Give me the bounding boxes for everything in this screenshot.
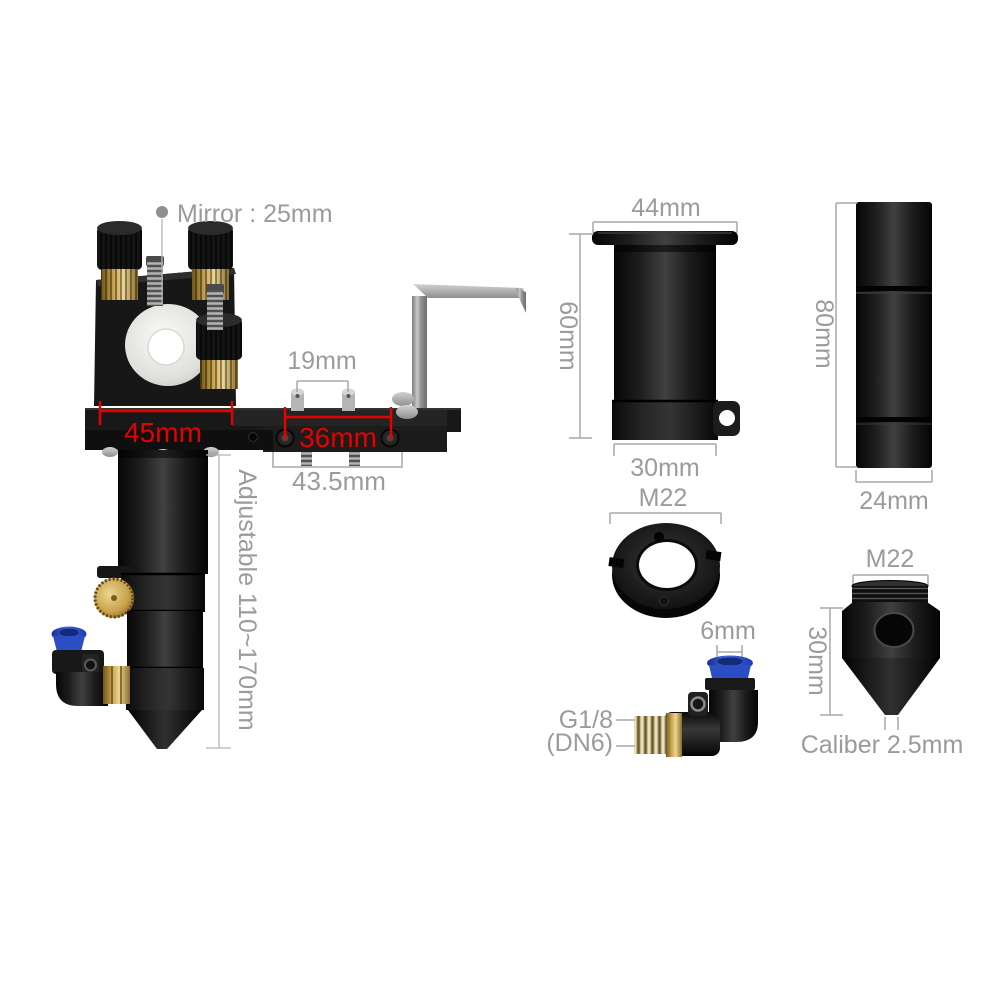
- lens-tube-diameter-label: 24mm: [859, 487, 928, 515]
- dim-body-30mm: 30mm: [613, 443, 717, 482]
- fitting-tube-label: 6mm: [700, 617, 756, 645]
- body-diameter-label: 30mm: [630, 454, 699, 482]
- lens-tube-height-label: 80mm: [810, 299, 838, 368]
- flanged-tube-part: 44mm 60mm 30mm: [554, 194, 740, 482]
- air-fitting-part: 6mm G1/8 (DN6): [546, 617, 758, 757]
- flange: [592, 231, 738, 245]
- focus-knob: [93, 577, 135, 619]
- label-thread-g18: G1/8 (DN6): [546, 706, 635, 757]
- ring-hole: [639, 542, 695, 588]
- dim-tube-6mm: 6mm: [700, 617, 756, 659]
- laser-head-assembly: [51, 221, 526, 749]
- dim-diameter-24mm: 24mm: [855, 470, 933, 515]
- dim-36mm: 36mm: [283, 407, 393, 453]
- lens-tube-part: 80mm 24mm: [810, 202, 933, 515]
- fitting-thread: [634, 716, 668, 754]
- fitting-thread-label: G1/8: [559, 706, 613, 734]
- lens-tube-assembly: [51, 450, 208, 749]
- bracket-screw-cap: [396, 405, 418, 419]
- dim-ring-m22: M22: [609, 484, 722, 524]
- spring-screw-left: [146, 256, 164, 306]
- fitting-thread-alt-label: (DN6): [546, 729, 613, 757]
- spring-screw-right: [206, 284, 224, 330]
- fitting-hex: [666, 713, 682, 757]
- mirror-label: Mirror : 25mm: [177, 200, 333, 228]
- mount-width-label: 45mm: [124, 417, 202, 448]
- dim-nozzle-30mm: 30mm: [803, 607, 843, 716]
- tube-collar: [612, 401, 718, 440]
- bracket-screw-cap: [392, 392, 414, 406]
- hole-spacing-label: 36mm: [299, 422, 377, 453]
- adjustment-knob-top-left: [97, 221, 142, 300]
- dim-height-80mm: 80mm: [810, 202, 857, 468]
- tube-body: [614, 245, 716, 403]
- leader-dot: [156, 206, 168, 218]
- dim-19mm: 19mm: [287, 347, 357, 392]
- mirror-mount: [94, 221, 242, 406]
- nozzle-part: M22 30mm Caliber 2.5mm: [801, 545, 964, 759]
- fitting-elbow-body: [709, 690, 758, 742]
- dim-mirror: Mirror : 25mm: [156, 200, 333, 303]
- lens-tube-body: [856, 202, 932, 468]
- adjustable-range-label: Adjustable 110~170mm: [233, 469, 261, 731]
- dim-43-5mm: 43.5mm: [272, 452, 403, 496]
- nozzle-height-label: 30mm: [803, 626, 831, 695]
- tube-height-label: 60mm: [554, 301, 582, 370]
- ring-thread-label: M22: [639, 484, 688, 512]
- dim-adjustable: Adjustable 110~170mm: [206, 454, 261, 749]
- mounting-bracket: [412, 284, 526, 414]
- dim-nozzle-m22: M22: [852, 545, 929, 586]
- ring-nut-part: M22: [608, 484, 722, 618]
- dim-flange-44mm: 44mm: [592, 194, 738, 233]
- dim-height-60mm: 60mm: [554, 233, 592, 439]
- screw-spacing-label: 19mm: [287, 347, 356, 375]
- nozzle-thread-label: M22: [866, 545, 915, 573]
- air-fitting-on-tube: [51, 626, 130, 706]
- nozzle-side-hole: [873, 612, 915, 648]
- mirror-hole: [147, 328, 185, 366]
- nozzle-cone: [128, 710, 202, 749]
- dim-45mm: 45mm: [98, 401, 234, 448]
- nozzle-tip-cone: [842, 658, 940, 715]
- nozzle-caliber-label: Caliber 2.5mm: [801, 731, 964, 759]
- base-plate-width-label: 43.5mm: [292, 466, 386, 496]
- flange-diameter-label: 44mm: [631, 194, 700, 222]
- tab-hole: [719, 410, 735, 426]
